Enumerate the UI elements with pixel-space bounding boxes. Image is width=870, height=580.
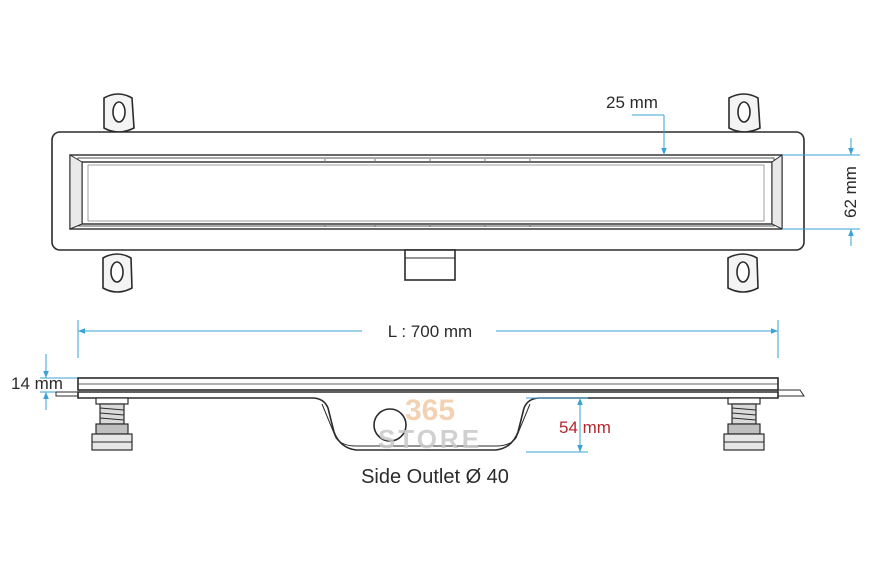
dimension-label-14mm: 14 mm	[11, 374, 63, 393]
leveling-foot-left	[91, 397, 133, 451]
watermark-number: 365	[405, 394, 455, 427]
dimension-outlet-depth: 54 mm	[526, 397, 611, 453]
dimension-frame-height: 14 mm	[11, 354, 78, 410]
outlet-stub-top-view	[404, 249, 456, 281]
side-view	[55, 377, 805, 451]
dimension-length: L : 700 mm	[77, 320, 779, 358]
mounting-bracket-top-right	[728, 93, 761, 133]
top-view	[51, 93, 805, 293]
mounting-bracket-top-left	[103, 93, 135, 133]
dimension-grate-width: 25 mm	[606, 93, 667, 155]
dimension-label-54mm: 54 mm	[559, 418, 611, 437]
dimension-label-25mm: 25 mm	[606, 93, 658, 112]
side-channel-body	[77, 391, 779, 451]
store-watermark: 365 STORE	[378, 394, 482, 454]
watermark-word: STORE	[378, 424, 482, 454]
side-outlet-circle	[373, 408, 407, 442]
dimension-channel-width: 62 mm	[782, 138, 860, 246]
dimension-label-length: L : 700 mm	[388, 322, 472, 341]
mounting-bracket-bottom-right	[727, 253, 759, 293]
leveling-foot-right	[723, 397, 765, 451]
side-outlet-caption: Side Outlet Ø 40	[361, 466, 509, 488]
mounting-bracket-bottom-left	[102, 253, 133, 293]
drain-grate	[81, 161, 773, 225]
dimension-label-62mm: 62 mm	[841, 166, 860, 218]
